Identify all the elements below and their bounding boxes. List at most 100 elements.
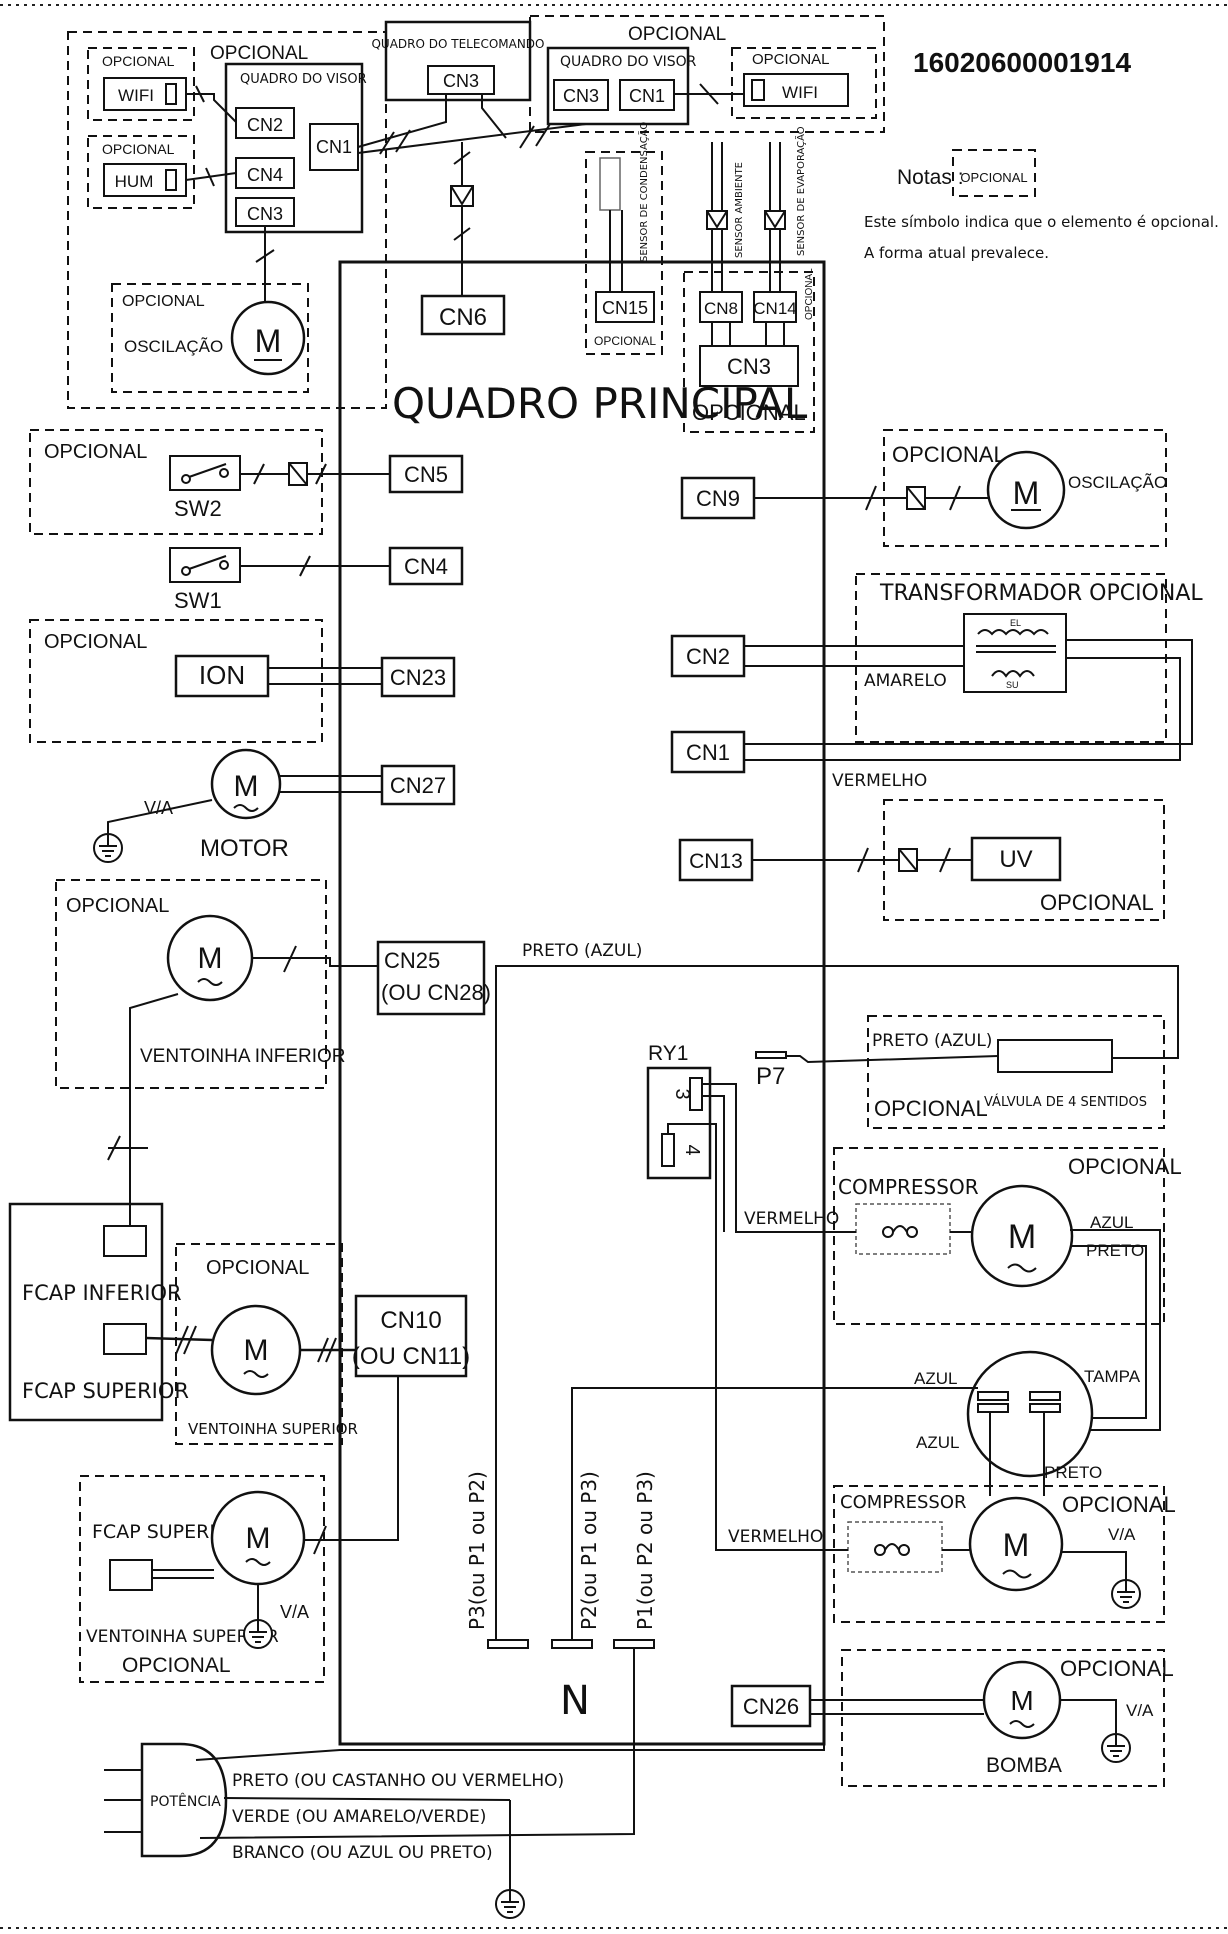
motor-fan-lower-letter: M — [198, 942, 223, 975]
motor-main-letter: M — [234, 770, 259, 803]
optional-compressor-1 — [833, 1147, 1165, 1325]
compressor-2-overload-box — [847, 1521, 943, 1573]
optional-compressor-2-label: OPCIONAL — [1062, 1492, 1176, 1517]
power-line-1: PRETO (OU CASTANHO OU VERMELHO) — [232, 1771, 564, 1791]
power-line-3: BRANCO (OU AZUL OU PRETO) — [232, 1843, 493, 1863]
ferrite-cn9 — [906, 486, 926, 510]
cn3-display-right-label: CN3 — [563, 86, 599, 106]
p7-label: P7 — [756, 1063, 785, 1090]
ground-motor — [93, 833, 123, 863]
optional-swing-top — [111, 283, 309, 393]
sensor-block-optional-label: OPCIONAL — [692, 400, 806, 425]
fan-upper-label: VENTOINHA SUPERIOR — [188, 1420, 358, 1438]
wire-relay4-compressor-2 — [667, 1123, 848, 1551]
hum-label: HUM — [115, 172, 154, 191]
remote-board-title: QUADRO DO TELECOMANDO — [371, 37, 544, 51]
connector-cn1-display-right — [619, 79, 675, 111]
optional-display-group-label: OPCIONAL — [210, 43, 308, 64]
uv-label: UV — [999, 846, 1032, 873]
power-plug — [140, 1742, 228, 1858]
pump-label: BOMBA — [986, 1754, 1062, 1777]
fcap-upper-terminal — [103, 1323, 147, 1355]
optional-fan-upper-label: OPCIONAL — [206, 1257, 309, 1279]
motor-compressor-2 — [968, 1496, 1064, 1592]
connector-cn27 — [380, 764, 456, 806]
wire-yellow-label: AMARELO — [864, 671, 947, 691]
wire-transformer-cn1-b — [760, 657, 1181, 761]
cn5-label: CN5 — [404, 462, 448, 487]
optional-compressor-1-label: OPCIONAL — [1068, 1154, 1182, 1179]
ion-label: ION — [199, 660, 245, 690]
display-board-right-title: QUADRO DO VISOR — [560, 54, 697, 70]
optional-uv-label: OPCIONAL — [1040, 890, 1154, 915]
cn4-label: CN4 — [404, 554, 448, 579]
optional-pump — [841, 1649, 1165, 1787]
motor-swing-right-letter: M — [1013, 475, 1040, 511]
terminal-p7 — [755, 1051, 787, 1059]
sw1-label: SW1 — [174, 588, 222, 613]
ion-module — [174, 654, 270, 698]
fan-upper-2-label: VENTOINHA SUPERIOR — [86, 1627, 279, 1647]
cn1-display-right-label: CN1 — [629, 86, 665, 106]
sensor-evaporation-symbol — [764, 210, 786, 230]
optional-display-group — [67, 31, 387, 409]
cn10-alt-label: (OU CN11) — [352, 1343, 470, 1370]
motor-fan-upper-letter: M — [244, 1334, 269, 1367]
connector-cn3-remote — [427, 65, 495, 95]
ground-compressor-2 — [1111, 1579, 1141, 1609]
optional-display-right-label: OPCIONAL — [628, 24, 726, 45]
ferrite-sw2 — [288, 462, 308, 486]
optional-sensor-condensation — [585, 151, 663, 355]
wifi-left-label: WIFI — [118, 86, 154, 105]
wire-blue-label-1: AZUL — [1090, 1213, 1133, 1232]
wire-red-label-comp2: VERMELHO — [728, 1527, 823, 1547]
wire-relay3-compressor-1 — [702, 1083, 856, 1233]
wire-red-label-comp1: VERMELHO — [744, 1209, 839, 1229]
ground-fan-upper-2 — [243, 1619, 273, 1649]
sw2-label: SW2 — [174, 496, 222, 521]
relay-pin3: 3 — [671, 1088, 693, 1099]
capacitor — [966, 1350, 1094, 1478]
uv-module — [970, 836, 1062, 882]
wire-fan-upper-2-cn10 — [304, 1376, 399, 1541]
motor-ground-label: V/A — [144, 798, 173, 818]
connector-cn13 — [678, 838, 754, 882]
optional-wifi-left — [87, 47, 195, 121]
transformer-label: TRANSFORMADOR OPCIONAL — [879, 581, 1203, 606]
sensor-evaporation-label: SENSOR DE EVAPORAÇÃO — [794, 126, 807, 256]
connector-cn9 — [680, 476, 756, 520]
relay-label: RY1 — [648, 1042, 688, 1065]
notes-line-2: A forma atual prevalece. — [864, 244, 1049, 262]
connector-cn3-sensor — [699, 345, 799, 387]
valve-label: VÁLVULA DE 4 SENTIDOS — [984, 1094, 1147, 1110]
power-plug-label: POTÊNCIA — [150, 1792, 221, 1810]
compressor-1-fuse — [882, 1225, 918, 1238]
wifi-left-port — [165, 83, 177, 105]
cn8-label: CN8 — [704, 299, 738, 318]
wire-black-blue-main — [495, 965, 1179, 1644]
swing-right-label: OSCILAÇÃO — [1068, 473, 1167, 492]
sensor-ambient-label: SENSOR AMBIENTE — [734, 162, 745, 258]
motor-compressor-2-letter: M — [1003, 1527, 1030, 1563]
cn3-sensor-label: CN3 — [727, 354, 771, 379]
motor-compressor-1-letter: M — [1008, 1218, 1036, 1256]
wire-fan-lower-cn25 — [252, 957, 378, 967]
wire-p2-capacitor — [571, 1387, 978, 1640]
notes-optional-tag: OPCIONAL — [960, 170, 1027, 185]
terminal-p2 — [551, 1639, 593, 1649]
cn23-label: CN23 — [390, 665, 446, 690]
transformer-el-label: EL — [1010, 618, 1021, 628]
optional-compressor-2 — [833, 1485, 1165, 1623]
connector-cn2 — [670, 634, 746, 678]
relay-pin4: 4 — [681, 1144, 703, 1155]
notes-optional-box — [952, 149, 1036, 197]
wire-black-blue-valve-label: PRETO (AZUL) — [872, 1031, 992, 1051]
optional-fan-lower — [55, 879, 327, 1089]
wire-fcap-lower — [129, 993, 179, 1150]
cn1-label: CN1 — [686, 740, 730, 765]
switch-sw2 — [169, 455, 241, 491]
motor-compressor-1 — [970, 1184, 1074, 1288]
main-board-title: QUADRO PRINCIPAL — [392, 379, 808, 428]
wire-blue-label-3: AZUL — [916, 1433, 959, 1452]
